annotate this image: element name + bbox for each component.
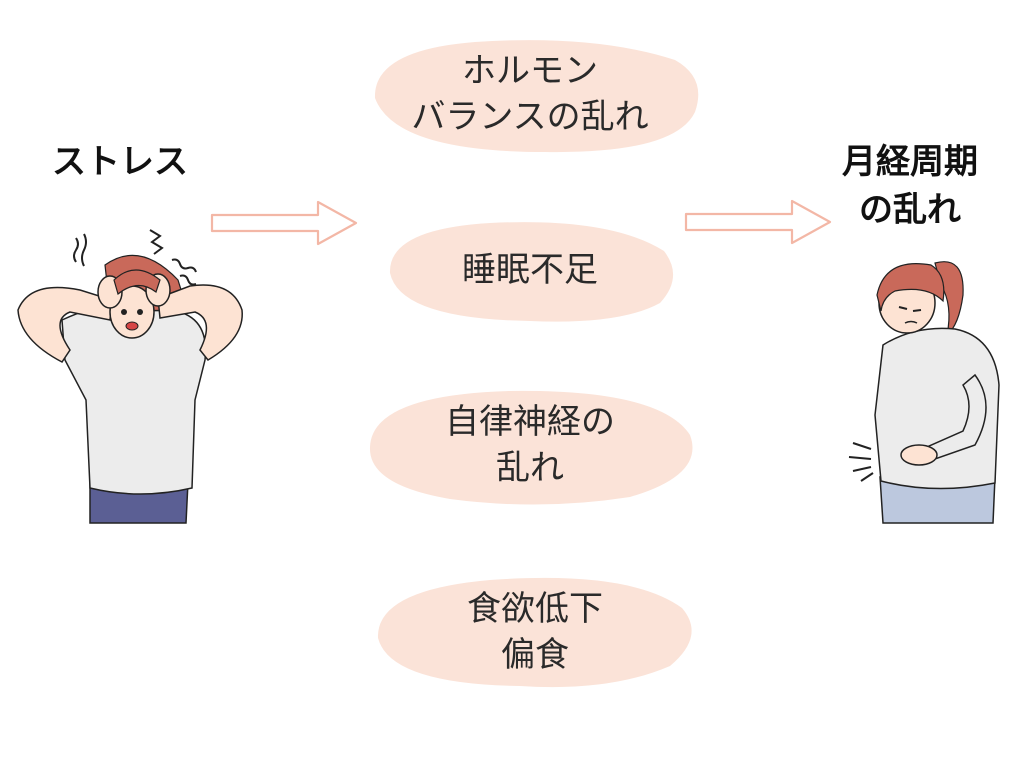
factor-3-line1: 自律神経の (445, 402, 615, 442)
stress-label: ストレス (52, 142, 188, 182)
factor-4-line1: 食欲低下 (467, 589, 603, 629)
factor-bubble-hormone: ホルモン バランスの乱れ (355, 30, 705, 160)
factor-4-line2: 偏食 (501, 635, 569, 675)
factor-3-line2: 乱れ (496, 448, 564, 488)
left-flow-arrow (210, 198, 360, 248)
factor-bubble-sleep: 睡眠不足 (380, 215, 680, 327)
factor-bubble-appetite: 食欲低下 偏食 (370, 568, 700, 693)
factor-bubble-autonomic: 自律神経の 乱れ (360, 385, 700, 510)
stressed-woman-illustration (10, 220, 250, 525)
menstrual-cycle-label-line2: の乱れ (859, 190, 961, 230)
factor-1-line1: ホルモン (462, 51, 598, 91)
factor-2-line1: 睡眠不足 (462, 250, 598, 290)
menstrual-cycle-label: 月経周期 の乱れ (820, 138, 1000, 234)
factor-1-line2: バランスの乱れ (411, 97, 649, 137)
right-flow-arrow (684, 197, 834, 247)
woman-abdominal-pain-illustration (835, 245, 1010, 525)
menstrual-cycle-label-line1: 月経周期 (842, 142, 978, 182)
